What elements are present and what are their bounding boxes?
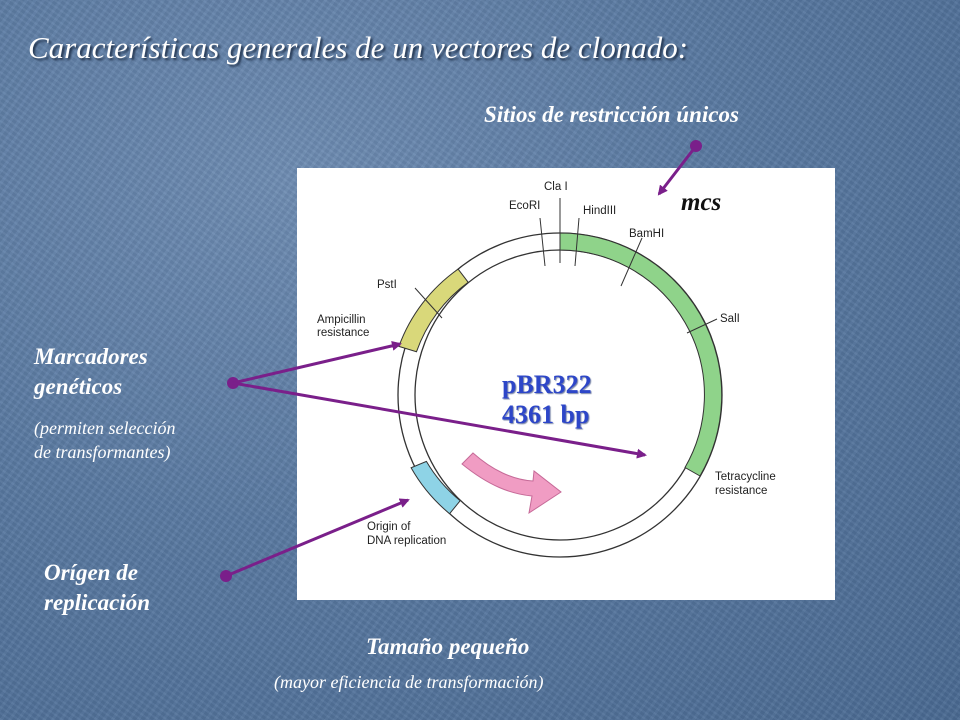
replication-direction-arrow	[461, 452, 562, 515]
site-label-clai: Cla I	[544, 181, 568, 193]
restriction-sites-label: Sitios de restricción únicos	[484, 102, 739, 127]
ampicillin-pointer-arrow	[232, 340, 402, 385]
sali-tick	[686, 318, 718, 334]
markers-label-line2: genéticos	[34, 374, 123, 399]
ampicillin-label-line1: Ampicillin	[317, 314, 366, 326]
tetracycline-resistance-segment	[559, 232, 723, 477]
origin-map-label-line1: Origin of	[367, 521, 411, 533]
site-label-psti: PstI	[377, 279, 397, 291]
plasmid-map-panel: Cla I EcoRI HindIII BamHI SalI PstI Ampi…	[297, 168, 835, 600]
markers-label: Marcadores genéticos	[34, 342, 148, 402]
restriction-pointer-arrow	[657, 145, 698, 196]
plasmid-name: pBR322	[502, 370, 592, 399]
origin-label-line1: Orígen de	[44, 560, 138, 585]
slide-title: Características generales de un vectores…	[28, 30, 689, 65]
plasmid-title: pBR322 4361 bp	[502, 370, 592, 430]
mcs-label: mcs	[681, 189, 722, 216]
ecori-tick	[539, 217, 546, 267]
site-label-hindiii: HindIII	[583, 205, 616, 217]
markers-note-line1: (permiten selección	[34, 418, 176, 438]
bamhi-tick	[620, 237, 643, 287]
plasmid-size: 4361 bp	[502, 400, 590, 429]
site-label-bamhi: BamHI	[629, 228, 664, 240]
plasmid-map: Cla I EcoRI HindIII BamHI SalI PstI Ampi…	[317, 181, 776, 558]
origin-pointer-arrow	[225, 498, 410, 578]
markers-note-line2: de transformantes)	[34, 442, 171, 462]
site-label-ecori: EcoRI	[509, 200, 540, 212]
psti-tick	[414, 287, 443, 319]
origin-label-line2: replicación	[44, 590, 151, 615]
markers-label-line1: Marcadores	[34, 344, 148, 369]
tetracycline-pointer-arrow	[232, 381, 647, 459]
size-note: (mayor eficiencia de transformación)	[274, 672, 544, 692]
origin-label: Orígen de replicación	[44, 558, 150, 618]
markers-note: (permiten selección de transformantes)	[34, 416, 175, 464]
site-label-sali: SalI	[720, 313, 740, 325]
tetracycline-label-line2: resistance	[715, 485, 767, 497]
origin-of-replication-segment	[410, 460, 461, 515]
origin-map-label-line2: DNA replication	[367, 535, 446, 547]
tetracycline-label-line1: Tetracycline	[715, 471, 776, 483]
hindiii-tick	[574, 217, 580, 267]
ampicillin-label-line2: resistance	[317, 327, 369, 339]
size-label: Tamaño pequeño	[366, 634, 530, 659]
ampicillin-resistance-segment	[398, 268, 469, 353]
